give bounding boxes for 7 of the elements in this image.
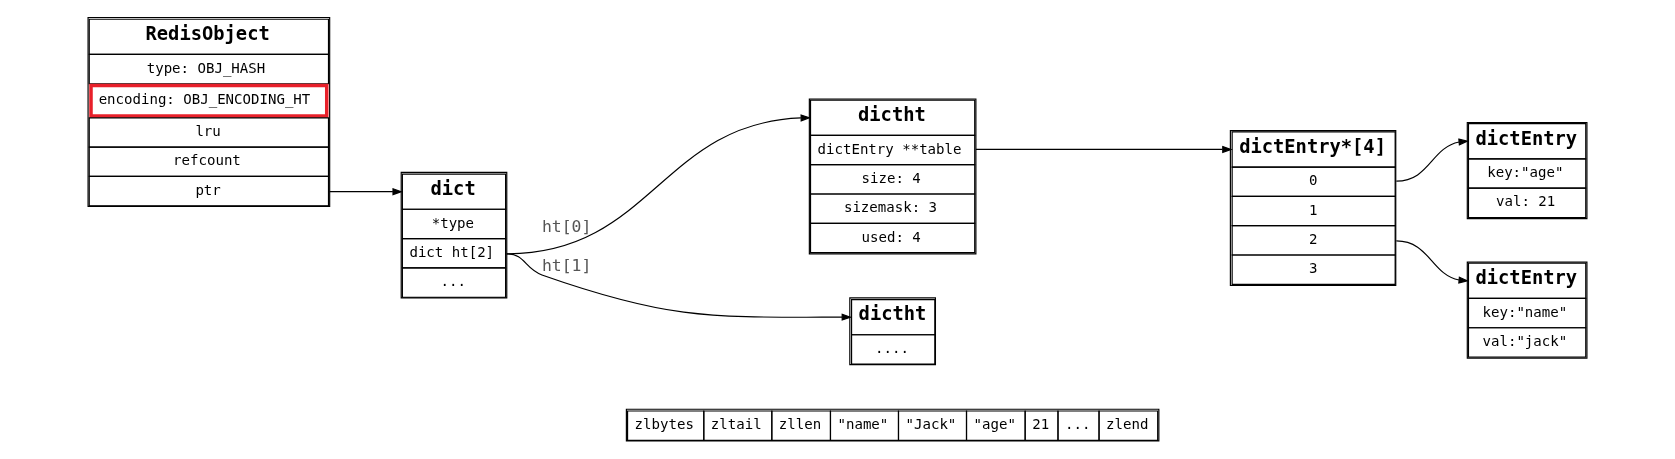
arrow [1395,138,1470,182]
arrow [1395,240,1470,284]
arrow [506,253,853,321]
arrow [329,187,403,196]
edge-label: ht[0] [541,216,592,236]
arrow [975,145,1233,154]
edge-label: ht[1] [541,255,592,275]
